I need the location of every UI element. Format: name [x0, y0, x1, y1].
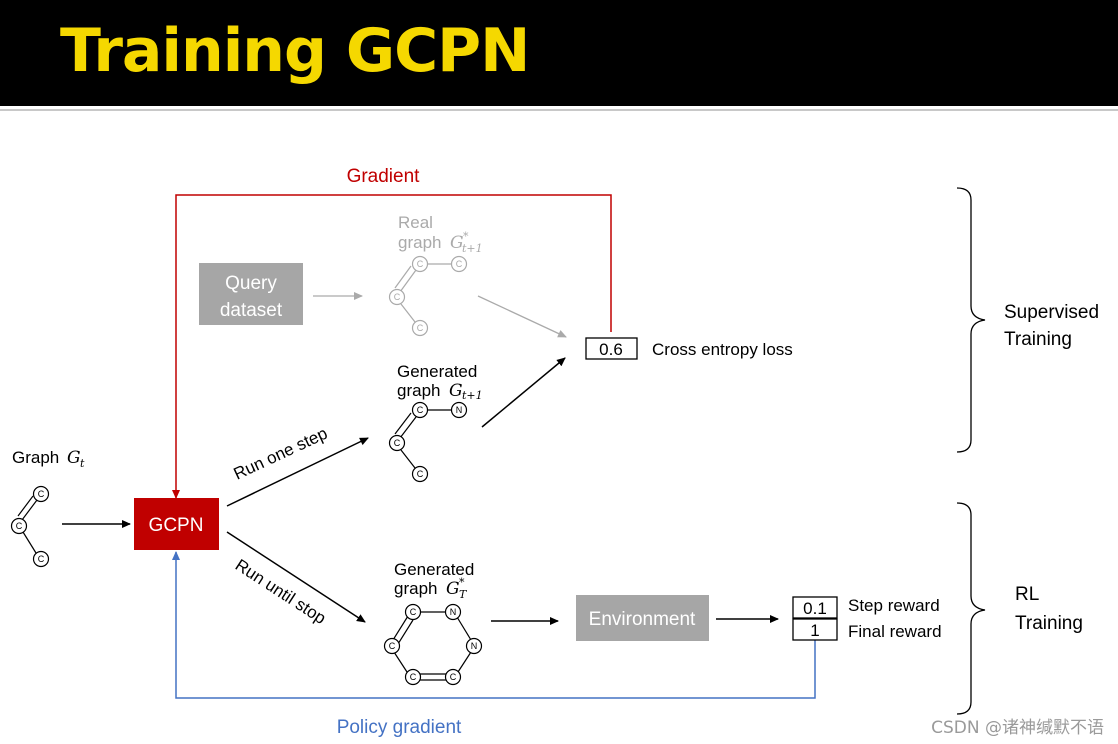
title-divider [0, 109, 1118, 111]
environment-label: Environment [589, 609, 696, 630]
loss-value: 0.6 [599, 340, 623, 359]
supervised-brace [956, 187, 986, 453]
generated-graph-sub: t+1 [462, 389, 483, 402]
slide-title: Training GCPN [60, 16, 530, 86]
real-graph-line1: Real [398, 213, 433, 232]
atom-n: N [471, 641, 478, 651]
generated-graph-line1: Generated [397, 362, 477, 381]
title-bar [0, 0, 1118, 106]
watermark: CSDN @诸神缄默不语 [931, 718, 1104, 738]
graph-input-symbol: G [67, 448, 81, 468]
run-one-step-arrow [226, 437, 369, 507]
generated-final-symbol: G [446, 579, 460, 599]
generated-final-line2: graph [394, 579, 437, 598]
real-graph-sub: t+1 [462, 242, 483, 255]
policy-gradient-path [172, 551, 816, 699]
rl-brace [956, 502, 986, 715]
generated-final-sub: T [459, 588, 468, 601]
atom-c: C [417, 469, 424, 479]
real-to-loss-arrow [477, 295, 567, 338]
query-dataset-line2: dataset [220, 300, 283, 321]
generated-graph-symbol: G [449, 381, 463, 401]
real-graph-symbol: G [450, 233, 464, 253]
graph-input-label: Graph [12, 448, 59, 467]
atom-c: C [38, 489, 45, 499]
graph-input-sub: t [80, 457, 85, 470]
rl-line1: RL [1015, 584, 1039, 605]
run-until-stop-arrow [226, 531, 366, 623]
gradient-label: Gradient [347, 166, 421, 187]
run-one-step-label: Run one step [231, 424, 331, 484]
real-graph-line2: graph [398, 233, 441, 252]
generated-to-loss-arrow [481, 357, 566, 428]
cross-entropy-label: Cross entropy loss [652, 340, 793, 359]
generated-graph-line2: graph [397, 381, 440, 400]
input-graph-molecule: C C C [10, 485, 50, 568]
gcpn-label: GCPN [149, 515, 204, 536]
atom-n: N [450, 607, 457, 617]
atom-c: C [456, 259, 463, 269]
gradient-path [172, 194, 612, 499]
atom-c: C [417, 259, 424, 269]
real-graph-molecule: C C C C [388, 255, 468, 337]
step-reward-value: 0.1 [803, 599, 827, 618]
reward-box: 0.1 1 [792, 596, 838, 641]
final-reward-label: Final reward [848, 622, 942, 641]
generated-graph-molecule: C N C C [388, 401, 468, 483]
atom-c: C [394, 438, 401, 448]
atom-n: N [456, 405, 463, 415]
supervised-line2: Training [1004, 329, 1072, 350]
atom-c: C [417, 405, 424, 415]
final-reward-value: 1 [810, 621, 819, 640]
atom-c: C [38, 554, 45, 564]
final-graph-molecule: C N N C C C [383, 603, 483, 686]
real-graph-sup: * [463, 230, 469, 243]
step-reward-label: Step reward [848, 596, 940, 615]
query-dataset-line1: Query [225, 273, 277, 294]
environment-box: Environment [576, 595, 709, 641]
atom-c: C [16, 521, 23, 531]
gcpn-box: GCPN [134, 498, 219, 550]
policy-gradient-label: Policy gradient [337, 717, 462, 738]
atom-c: C [417, 323, 424, 333]
atom-c: C [450, 672, 457, 682]
loss-box: 0.6 [585, 337, 638, 360]
generated-final-line1: Generated [394, 560, 474, 579]
supervised-line1: Supervised [1004, 302, 1099, 323]
atom-c: C [410, 607, 417, 617]
atom-c: C [389, 641, 396, 651]
rl-line2: Training [1015, 613, 1083, 634]
generated-final-sup: * [459, 576, 465, 589]
query-dataset-box: Query dataset [199, 263, 303, 325]
atom-c: C [410, 672, 417, 682]
atom-c: C [394, 292, 401, 302]
